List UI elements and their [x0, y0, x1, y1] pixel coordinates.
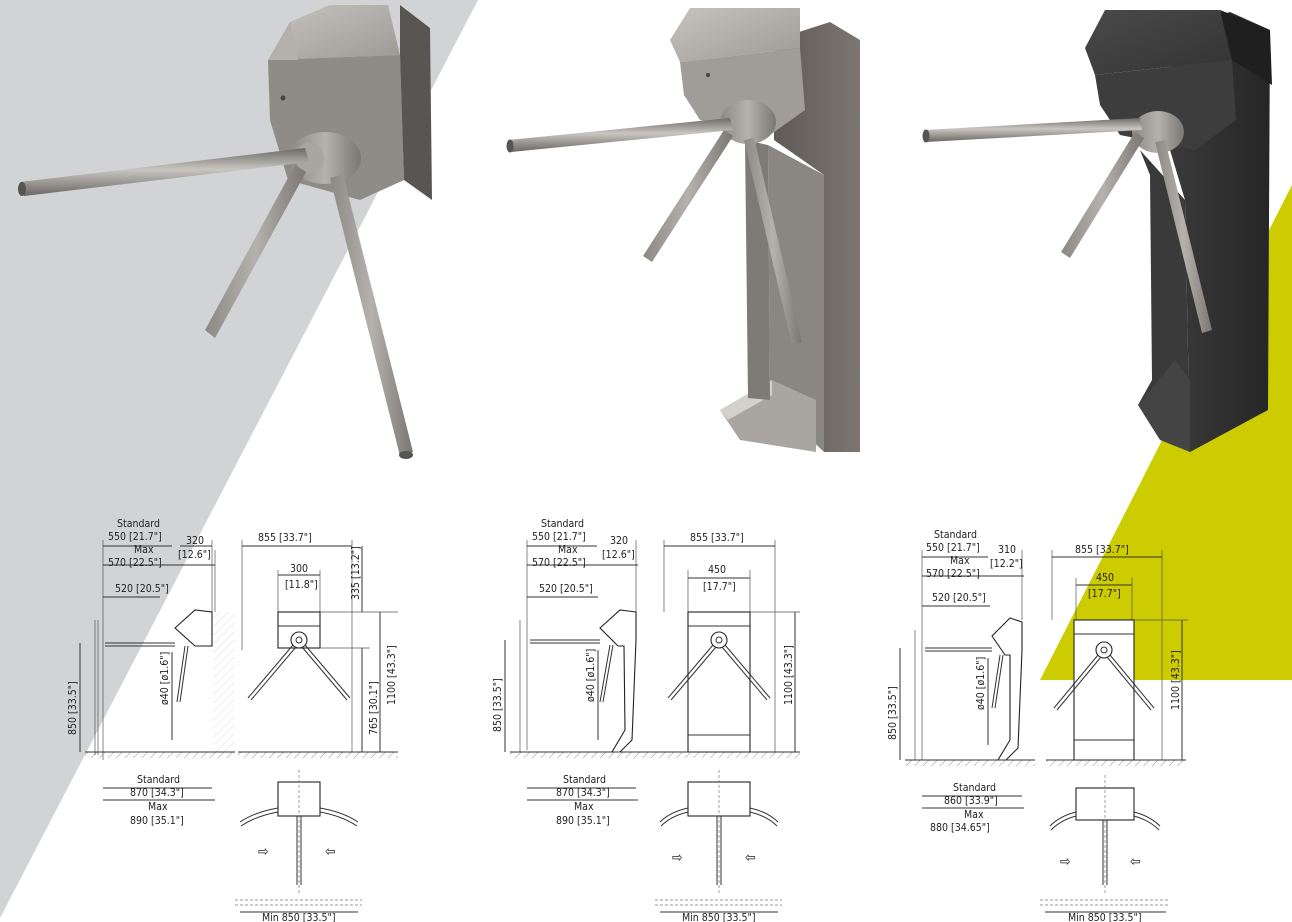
side-std-label: Standard — [934, 529, 977, 541]
front-inner: 300 — [290, 563, 308, 575]
side-head-depth: 320 — [186, 535, 204, 547]
side-bottom-max-label: Max — [574, 801, 594, 813]
side-max-label: Max — [134, 544, 154, 556]
plan-view-3: ⇨ ⇦ Min 850 [33.5"] — [1040, 775, 1170, 922]
arrow-right-icon: ⇨ — [1060, 854, 1071, 870]
side-head-depth-in: [12.2"] — [990, 558, 1023, 570]
arrow-left-icon: ⇦ — [1130, 854, 1141, 870]
side-max-width: 570 [22.5"] — [108, 557, 162, 569]
side-height: 850 [33.5"] — [492, 678, 504, 732]
side-view-1: Standard 550 [21.7"] Max 570 [22.5"] 320… — [67, 518, 235, 827]
plan-view-1: ⇨ ⇦ Min 850 [33.5"] — [235, 770, 362, 922]
side-arm-reach: 520 [20.5"] — [115, 583, 169, 595]
front-inner: 450 — [708, 564, 726, 576]
drawing-set-3: Standard 550 [21.7"] Max 570 [22.5"] 310… — [887, 529, 1188, 922]
front-total-h: 1100 [43.3"] — [783, 645, 795, 705]
product-photo-1 — [18, 5, 432, 459]
arrow-left-icon: ⇦ — [745, 850, 756, 866]
side-bottom-max: 880 [34.65"] — [930, 822, 990, 834]
side-arm-reach: 520 [20.5"] — [932, 592, 986, 604]
side-arm-reach: 520 [20.5"] — [539, 583, 593, 595]
side-head-depth-in: [12.6"] — [602, 549, 635, 561]
side-view-2: Standard 550 [21.7"] Max 570 [22.5"] 320… — [492, 518, 660, 827]
side-std-width: 550 [21.7"] — [532, 531, 586, 543]
front-view-2: 855 [33.7"] 450 [17.7"] 1100 [43.3"] — [660, 532, 800, 758]
side-arm-dia: ø40 [ø1.6"] — [159, 652, 171, 705]
front-view-3: 855 [33.7"] 450 [17.7"] 1100 [43.3"] — [1046, 544, 1188, 766]
side-bottom-std: 860 [33.9"] — [944, 795, 998, 807]
front-inner-in: [17.7"] — [1088, 588, 1121, 600]
product-photo-2 — [506, 8, 860, 452]
front-width: 855 [33.7"] — [690, 532, 744, 544]
side-bottom-max: 890 [35.1"] — [130, 815, 184, 827]
side-head-depth-in: [12.6"] — [178, 549, 211, 561]
product-photo-3 — [922, 10, 1272, 452]
plan-min-passage: Min 850 [33.5"] — [682, 912, 756, 922]
grey-diagonal-band — [0, 0, 478, 918]
front-width: 855 [33.7"] — [1075, 544, 1129, 556]
drawing-set-1: Standard 550 [21.7"] Max 570 [22.5"] 320… — [67, 518, 398, 922]
side-bottom-max-label: Max — [148, 801, 168, 813]
side-std-width: 550 [21.7"] — [926, 542, 980, 554]
front-width: 855 [33.7"] — [258, 532, 312, 544]
side-bottom-std: 870 [34.3"] — [130, 787, 184, 799]
front-top-h: 335 [13.2"] — [350, 546, 362, 600]
side-height: 850 [33.5"] — [887, 686, 899, 740]
front-inner: 450 — [1096, 572, 1114, 584]
side-bottom-std-label: Standard — [563, 774, 606, 786]
front-total-h: 1100 [43.3"] — [386, 645, 398, 705]
side-bottom-max: 890 [35.1"] — [556, 815, 610, 827]
drawing-set-2: Standard 550 [21.7"] Max 570 [22.5"] 320… — [492, 518, 800, 922]
front-low-h: 765 [30.1"] — [368, 681, 380, 735]
front-inner-in: [17.7"] — [703, 581, 736, 593]
side-arm-dia: ø40 [ø1.6"] — [585, 649, 597, 702]
side-view-3: Standard 550 [21.7"] Max 570 [22.5"] 310… — [887, 529, 1035, 834]
plan-view-2: ⇨ ⇦ Min 850 [33.5"] — [655, 770, 782, 922]
front-total-h: 1100 [43.3"] — [1170, 650, 1182, 710]
side-height: 850 [33.5"] — [67, 681, 79, 735]
side-bottom-std: 870 [34.3"] — [556, 787, 610, 799]
side-head-depth: 310 — [998, 544, 1016, 556]
plan-min-passage: Min 850 [33.5"] — [1068, 912, 1142, 922]
side-std-width: 550 [21.7"] — [108, 531, 162, 543]
side-bottom-std-label: Standard — [953, 782, 996, 794]
arrow-right-icon: ⇨ — [672, 850, 683, 866]
side-bottom-std-label: Standard — [137, 774, 180, 786]
side-max-label: Max — [558, 544, 578, 556]
arrow-left-icon: ⇦ — [325, 844, 336, 860]
side-max-label: Max — [950, 555, 970, 567]
front-view-1: 855 [33.7"] 300 [11.8"] 335 [13.2"] 765 … — [238, 532, 398, 758]
side-arm-dia: ø40 [ø1.6"] — [975, 657, 987, 710]
plan-min-passage: Min 850 [33.5"] — [262, 912, 336, 922]
side-head-depth: 320 — [610, 535, 628, 547]
front-inner-in: [11.8"] — [285, 579, 318, 591]
side-bottom-max-label: Max — [964, 809, 984, 821]
side-max-width: 570 [22.5"] — [926, 568, 980, 580]
side-max-width: 570 [22.5"] — [532, 557, 586, 569]
arrow-right-icon: ⇨ — [258, 844, 269, 860]
side-std-label: Standard — [117, 518, 160, 530]
side-std-label: Standard — [541, 518, 584, 530]
